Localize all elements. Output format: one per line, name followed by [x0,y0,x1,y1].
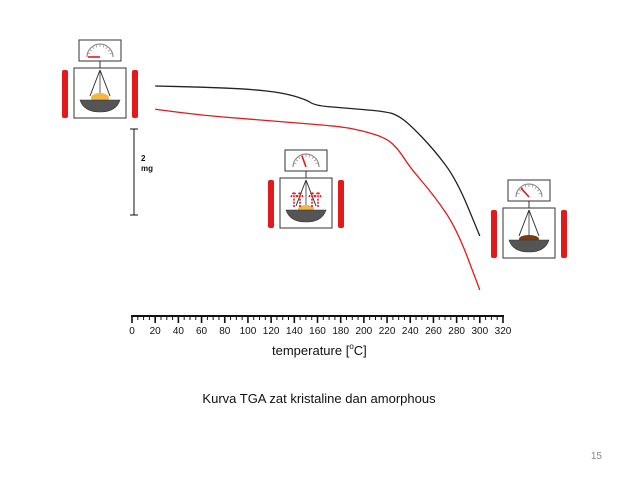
heater-right [338,180,344,228]
heater-left [491,210,497,258]
gauge-box [78,39,122,62]
x-tick-label: 220 [379,326,396,337]
tga-curve-black [155,85,481,237]
x-axis-label-unit: [oC] [346,342,367,358]
balance-pan [508,239,550,253]
scale-bar-unit: mg [141,164,153,173]
gauge-needle [301,155,307,168]
balance-pan [285,209,327,223]
heater-left [268,180,274,228]
volatile-arrow [308,190,316,207]
slide-caption: Kurva TGA zat kristaline dan amorphous [202,391,436,406]
x-tick-label: 60 [196,326,208,337]
x-axis-label-text: temperature [272,343,342,358]
x-tick-label: 260 [425,326,442,337]
x-tick-label: 20 [150,326,162,337]
gauge-box [507,179,551,202]
page-number: 15 [590,451,602,462]
x-tick-label: 40 [173,326,185,337]
x-tick-label: 280 [448,326,465,337]
gauge-icon [292,153,320,168]
x-tick-label: 240 [402,326,419,337]
heater-right [561,210,567,258]
x-tick-label: 200 [356,326,373,337]
mass-scale-bar: 2 mg [130,128,153,216]
x-tick-label: 0 [129,326,135,337]
gauge-box [284,149,328,172]
x-tick-label: 80 [219,326,231,337]
gauge-icon [515,183,543,198]
x-tick-label: 180 [332,326,349,337]
x-tick-label: 100 [240,326,257,337]
balance-icon-2 [268,149,344,229]
gauge-needle [520,187,530,198]
gauge-icon [86,43,114,58]
balance-icon-3 [491,179,567,259]
tga-curve-red [155,108,481,291]
x-tick-label: 300 [471,326,488,337]
x-axis-label: temperature [oC] [272,342,367,358]
scale-bar-value: 2 [141,154,146,163]
balance-icon-1 [62,39,138,119]
heater-left [62,70,68,118]
volatile-arrow [296,190,304,207]
x-tick-label: 160 [309,326,326,337]
balance-pan [79,99,121,113]
x-tick-label: 140 [286,326,303,337]
heater-right [132,70,138,118]
x-tick-label: 120 [263,326,280,337]
x-tick-label: 320 [495,326,512,337]
volatile-arrow [314,190,322,207]
volatile-arrow [290,190,298,207]
